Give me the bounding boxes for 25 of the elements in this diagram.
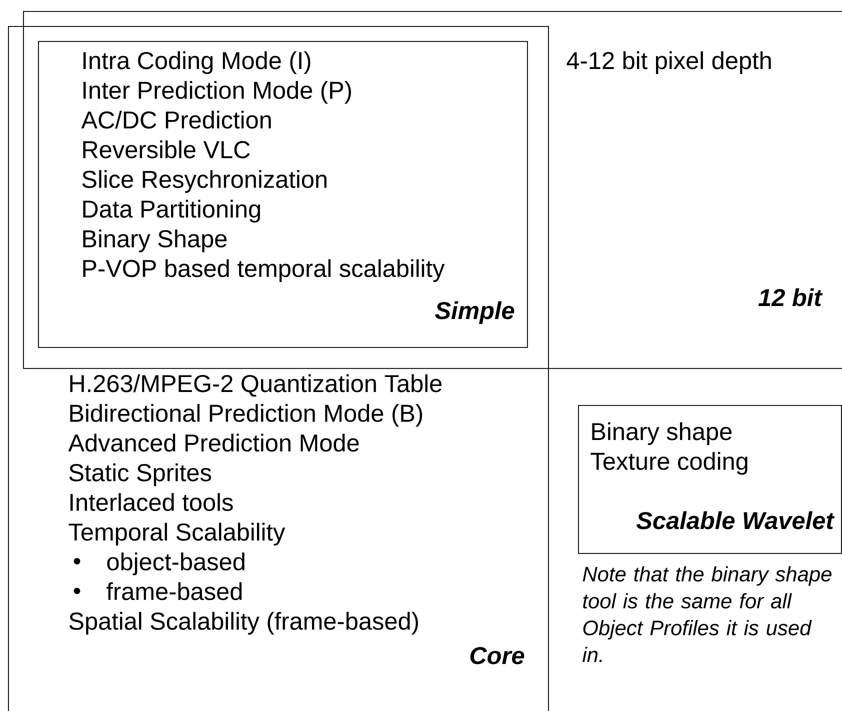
list-item: H.263/MPEG-2 Quantization Table <box>70 374 442 397</box>
list-item: Bidirectional Prediction Mode (B) <box>70 404 422 427</box>
list-item: Temporal Scalability <box>68 522 286 546</box>
list-item: Inter Prediction Mode (P) <box>83 81 351 104</box>
list-item: 4-12 bit pixel depth <box>566 51 771 74</box>
list-item: P-VOP based temporal scalability <box>83 259 445 282</box>
list-item: frame-based <box>106 582 242 600</box>
list-item: AC/DC Prediction <box>81 110 271 129</box>
profile-name: Scalable Wavelet <box>636 511 835 530</box>
list-item: Static Sprites <box>69 463 212 486</box>
profile-name: Core <box>470 646 524 664</box>
list-item: Intra Coding Mode (I) <box>83 51 310 74</box>
list-item: object-based <box>107 552 244 576</box>
list-item: Slice Resychronization <box>82 170 326 193</box>
list-item: Advanced Prediction Mode <box>68 434 359 452</box>
profile-name: 12 bit <box>758 288 823 306</box>
list-item: Texture coding <box>590 452 748 475</box>
profile-name: Simple <box>435 301 514 324</box>
list-item: Binary shape <box>592 422 732 446</box>
list-item: Data Partitioning <box>83 200 260 223</box>
note-text: Note that the binary shape tool is the same for all Object Profiles it is used in. <box>582 566 832 662</box>
list-item: Reversible VLC <box>83 140 250 158</box>
list-item: Interlaced tools <box>70 493 233 512</box>
list-item: Spatial Scalability (frame-based) <box>69 612 418 635</box>
list-item: Binary Shape <box>83 230 227 252</box>
